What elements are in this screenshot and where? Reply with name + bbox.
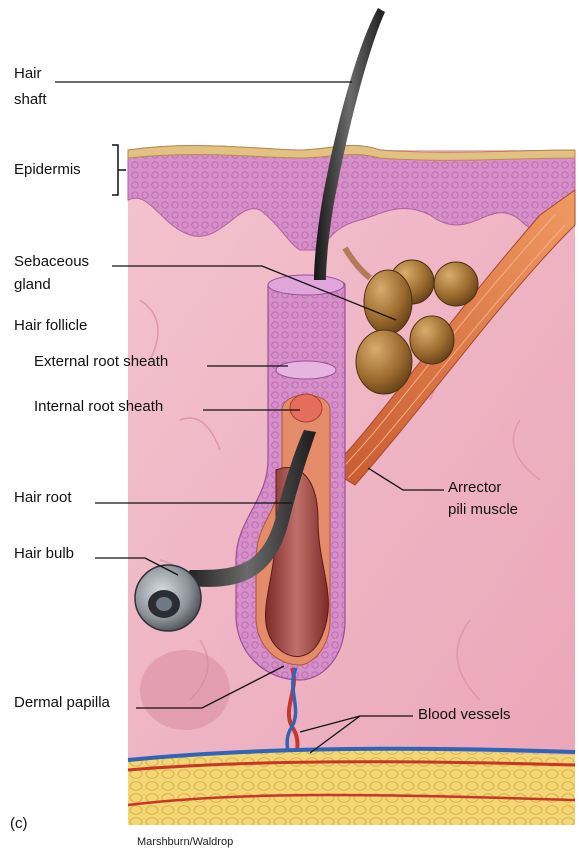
arrector-pili-label-line2: pili muscle (448, 500, 518, 520)
epidermis-label: Epidermis (14, 160, 81, 180)
blood-vessels-label: Blood vessels (418, 705, 511, 725)
illustrator-credit: Marshburn/Waldrop (137, 832, 233, 852)
sebaceous-gland-label-line1: Sebaceous (14, 252, 89, 272)
sebaceous-gland-label-line2: gland (14, 275, 51, 295)
panel-label: (c) (10, 814, 28, 834)
hair-bulb (135, 565, 201, 631)
hair-shaft-label-line1: Hair (14, 64, 42, 84)
external-root-sheath-label: External root sheath (34, 352, 168, 372)
hair-root-label: Hair root (14, 488, 72, 508)
hair-bulb-label: Hair bulb (14, 544, 74, 564)
epidermis-bracket (112, 145, 126, 195)
dermal-papilla-label: Dermal papilla (14, 693, 110, 713)
internal-root-sheath-label: Internal root sheath (34, 397, 163, 417)
hair-shaft-label-line2: shaft (14, 90, 47, 110)
arrector-pili-label-line1: Arrector (448, 478, 501, 498)
hair-follicle-label: Hair follicle (14, 316, 87, 336)
